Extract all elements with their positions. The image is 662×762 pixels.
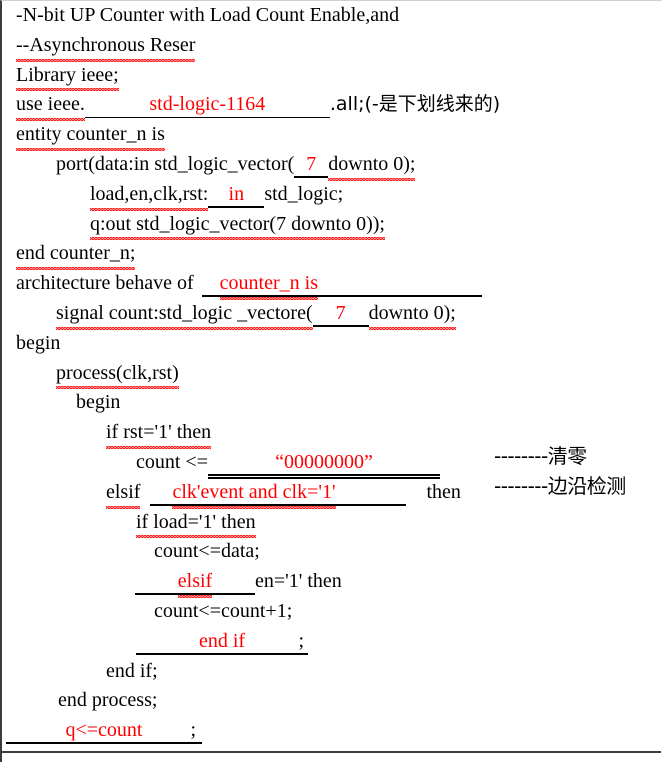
code-line-signal-count: signal count:std_logic _vectore( 7 downto … [2, 299, 661, 330]
use-clause-blank[interactable]: std-logic-1164 [84, 90, 330, 120]
code-line-port-q: q:out std_logic_vector(7 downto 0)); [2, 210, 661, 241]
outer-end-if-text: end if; [106, 659, 158, 682]
elsif-en-blank[interactable]: elsif [135, 567, 255, 598]
elsif-clk-answer: clk'event and clk='1' [172, 478, 336, 509]
annotation-edge-detect-text: --------边沿检测 [494, 474, 626, 498]
code-line-inner-end-if: end if; [2, 627, 661, 657]
port-control-answer: in [228, 182, 245, 205]
process-text: process(clk,rst) [56, 359, 179, 390]
port-data-suffix: downto 0); [328, 150, 416, 181]
annotation-clear: --------清零 [494, 440, 587, 469]
signal-count-suffix: downto 0); [368, 299, 457, 330]
code-line-use-clause: use ieee. std-logic-1164 .all;(-是下划线来的) [2, 90, 661, 121]
code-line-count-load-data: count<=data; [2, 537, 661, 567]
use-clause-suffix: .all;(-是下划线来的) [329, 93, 501, 116]
use-clause-answer: std-logic-1164 [149, 93, 266, 116]
count-clear-answer: “00000000” [275, 450, 373, 473]
code-line-outer-end-if: end if; [2, 657, 661, 687]
annotation-clear-text: --------清零 [494, 444, 587, 468]
elsif-clk-prefix: elsif [106, 478, 141, 509]
architecture-prefix: architecture behave of [16, 272, 194, 295]
code-line-port-data: port(data:in std_logic_vector( 7 downto 0)… [2, 150, 661, 181]
entity-decl-text: entity counter_n is [16, 120, 165, 151]
port-q-text: q:out std_logic_vector(7 downto 0)); [90, 210, 385, 241]
code-line-if-rst: if rst='1' then [2, 418, 661, 449]
code-line-port-control: load,en,clk,rst: in std_logic; [2, 180, 661, 211]
count-load-data-text: count<=data; [154, 540, 260, 563]
inner-end-if-blank[interactable]: end if; [136, 627, 308, 657]
count-increment-text: count<=count+1; [154, 599, 293, 622]
code-line-comment-async: --Asynchronous Reser [2, 31, 661, 62]
q-assign-suffix: ; [190, 719, 196, 742]
arch-begin-text: begin [16, 331, 61, 354]
vhdl-code-block: -N-bit UP Counter with Load Count Enable… [2, 1, 661, 746]
process-begin-text: begin [76, 391, 121, 414]
port-data-answer: 7 [306, 152, 317, 175]
if-load-text: if load='1' then [136, 508, 256, 539]
port-control-blank[interactable]: in [208, 180, 265, 210]
code-line-elsif-clk-event: elsif clk'event and clk='1' then [2, 478, 661, 509]
architecture-answer: counter_n is [219, 269, 319, 300]
elsif-en-suffix: en='1' then [255, 570, 342, 593]
if-rst-text: if rst='1' then [106, 418, 212, 449]
code-line-end-process: end process; [2, 686, 661, 716]
code-line-architecture: architecture behave of counter_n is [2, 269, 661, 300]
library-decl-text: Library ieee; [16, 61, 119, 92]
signal-count-answer: 7 [335, 301, 346, 324]
count-clear-prefix: count <= [136, 450, 208, 473]
inner-end-if-answer: end if [198, 629, 246, 652]
code-line-comment-title: -N-bit UP Counter with Load Count Enable… [2, 1, 661, 31]
code-line-count-increment: count<=count+1; [2, 597, 661, 627]
code-line-process-begin: begin [2, 388, 661, 418]
q-assign-blank[interactable]: q<=count; [6, 716, 202, 746]
signal-count-blank[interactable]: 7 [312, 299, 369, 329]
port-data-blank[interactable]: 7 [294, 150, 329, 180]
code-line-elsif-en: elsif en='1' then [2, 567, 661, 598]
code-line-entity-decl: entity counter_n is [2, 120, 661, 151]
port-data-prefix: port(data:in std_logic_vector( [56, 152, 295, 175]
code-line-q-assign: q<=count; [2, 716, 661, 746]
port-control-suffix: std_logic; [264, 182, 344, 205]
annotation-edge-detect: --------边沿检测 [494, 470, 626, 499]
code-line-if-load: if load='1' then [2, 508, 661, 539]
signal-count-prefix: signal count:std_logic _vectore( [56, 299, 313, 330]
code-line-arch-begin: begin [2, 329, 661, 359]
code-line-count-clear: count <= “00000000” [2, 448, 661, 478]
code-line-library: Library ieee; [2, 61, 661, 92]
comment-async-text: --Asynchronous Reser [16, 31, 196, 62]
elsif-clk-blank[interactable]: clk'event and clk='1' [150, 478, 407, 509]
port-control-prefix: load,en,clk,rst: [90, 180, 209, 211]
comment-title-text: -N-bit UP Counter with Load Count Enable… [16, 4, 400, 26]
use-clause-prefix: use ieee. [16, 90, 85, 121]
code-line-entity-end: end counter_n; [2, 239, 661, 270]
q-assign-answer: q<=count [65, 719, 143, 742]
architecture-blank[interactable]: counter_n is [201, 269, 482, 300]
end-process-text: end process; [58, 689, 158, 712]
inner-end-if-suffix: ; [298, 629, 304, 652]
count-clear-blank[interactable]: “00000000” [208, 448, 440, 478]
entity-end-text: end counter_n; [16, 239, 136, 270]
code-line-process: process(clk,rst) [2, 359, 661, 390]
elsif-clk-suffix: then [426, 480, 461, 503]
elsif-en-answer: elsif [177, 567, 213, 598]
